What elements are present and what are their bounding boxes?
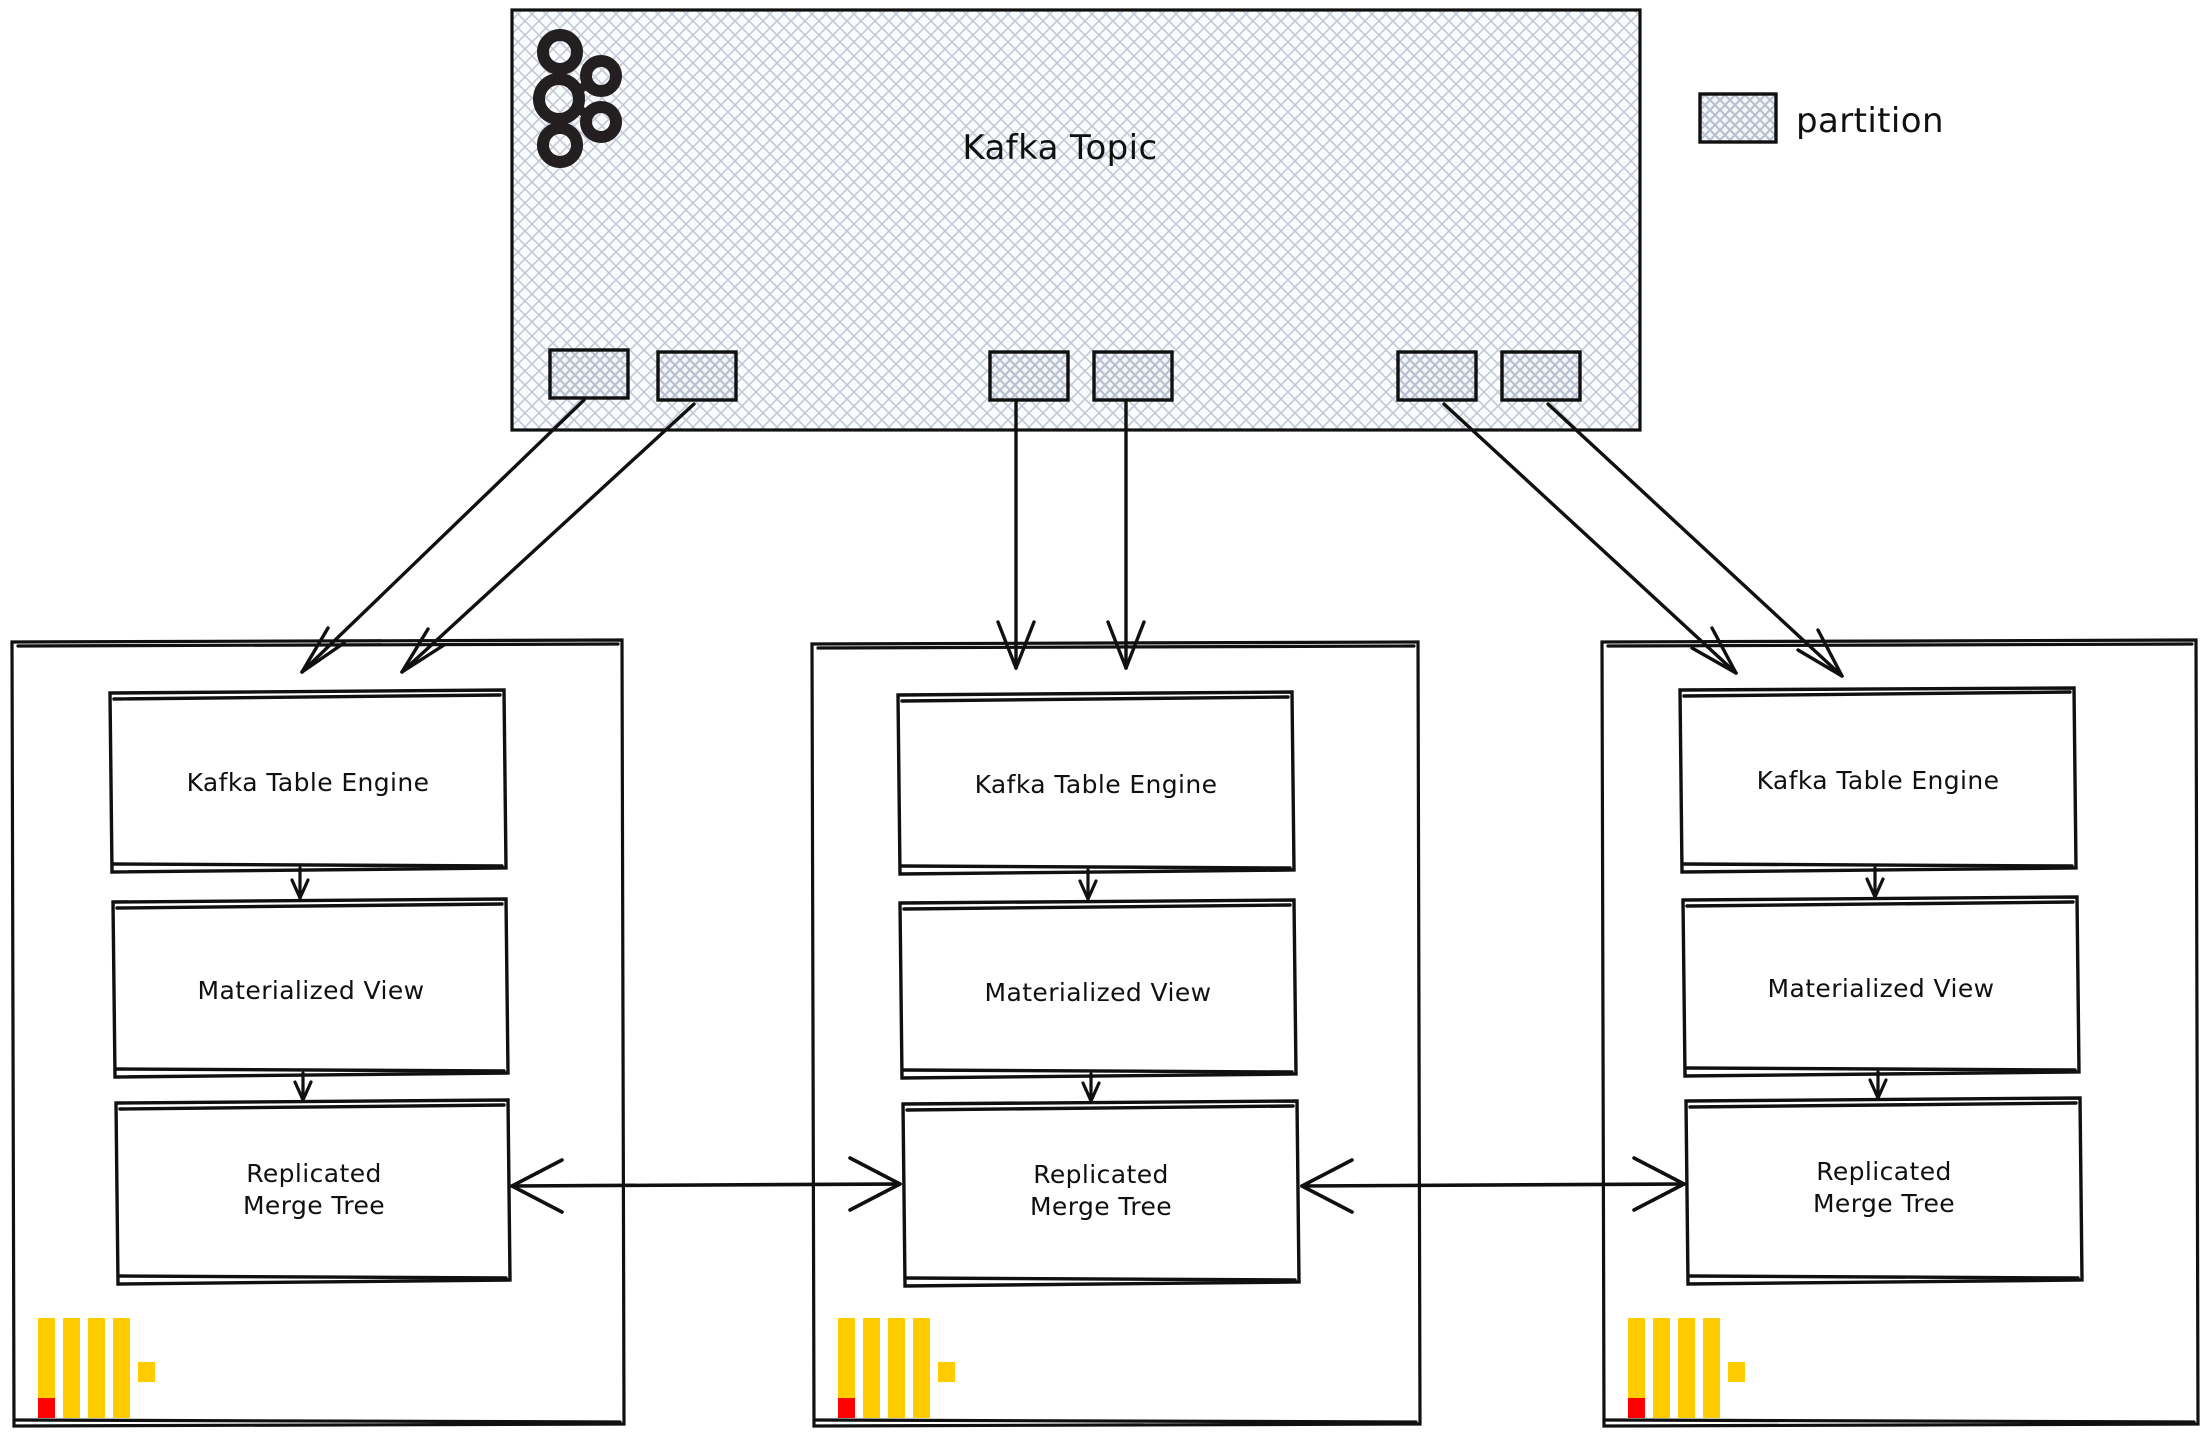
clickhouse-logo-3: [1628, 1318, 1745, 1418]
kafka-logo: [533, 29, 622, 168]
node-replicated-merge-tree-1: [114, 1098, 512, 1286]
legend-swatch: [1698, 92, 1778, 144]
partition-chip-3: [1092, 350, 1174, 402]
arrow-partition4-to-cluster3: [1442, 402, 1738, 675]
node-kafka-table-engine-3: [1678, 686, 2078, 874]
cluster-box-1: [10, 638, 626, 1428]
arrow-partition0-to-cluster1: [300, 398, 586, 674]
partition-flow-arrows: [300, 398, 1844, 678]
replication-arrow-2-3: [1300, 1156, 1686, 1214]
node-replicated-merge-tree-2: [901, 1099, 1301, 1288]
cluster-box-3: [1600, 638, 2200, 1428]
arrow-partition1-to-cluster1: [400, 402, 696, 674]
cluster3-internal-arrows: [1865, 866, 1888, 1100]
clickhouse-logo-2: [838, 1318, 955, 1418]
partition-chip-5: [1500, 350, 1582, 402]
arrow-partition3-to-cluster2: [1106, 398, 1146, 670]
cluster-box-2: [810, 640, 1422, 1428]
clickhouse-logo-1: [38, 1318, 155, 1418]
node-replicated-merge-tree-3: [1684, 1096, 2084, 1286]
arrow-partition5-to-cluster3: [1546, 402, 1844, 678]
partition-chip-2: [988, 350, 1070, 402]
arrow-partition2-to-cluster2: [996, 398, 1036, 670]
partition-chip-4: [1396, 350, 1478, 402]
cluster2-internal-arrows: [1078, 868, 1101, 1103]
replication-arrow-1-2: [510, 1156, 902, 1214]
cluster1-internal-arrows: [290, 866, 313, 1102]
partition-chip-1: [656, 350, 738, 402]
node-materialized-view-3: [1681, 895, 2081, 1078]
node-materialized-view-1: [111, 897, 510, 1079]
partition-chips: [548, 348, 1582, 402]
node-materialized-view-2: [898, 898, 1298, 1080]
node-kafka-table-engine-2: [896, 690, 1296, 876]
partition-chip-0: [548, 348, 630, 400]
node-kafka-table-engine-1: [108, 688, 508, 874]
